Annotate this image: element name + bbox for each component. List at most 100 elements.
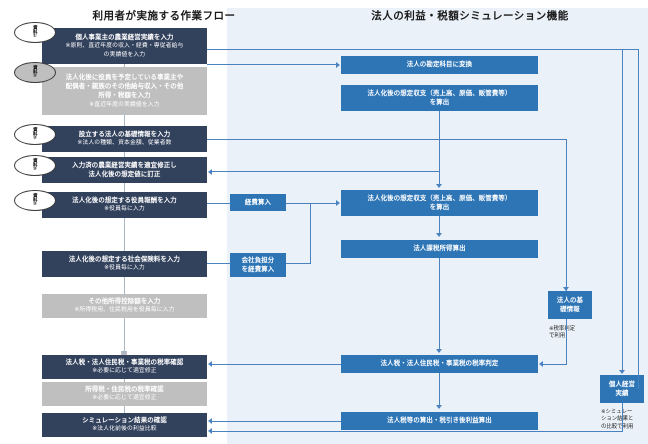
spine-left-1 xyxy=(124,64,125,67)
spine-left-6 xyxy=(124,277,125,294)
arrowhead-r1 xyxy=(336,62,340,68)
connector-store-to-r5-v xyxy=(566,319,567,364)
step-subtitle: ※原則、直近年度の収入・経費・専従者給与 の実績値を入力 xyxy=(65,43,184,58)
doc-marker-label: 資料② xyxy=(33,65,39,80)
page-title-right: 法人の利益・税額シミュレーション機能 xyxy=(371,10,569,22)
sim-box-estimated-pl-1[interactable]: 法人化後の想定収支（売上高、原価、販管費等） を算出 xyxy=(341,85,538,111)
sim-box-after-tax-profit[interactable]: 法人税等の算出・税引き後利益算出 xyxy=(341,412,538,430)
sim-box-tax-rate-decision[interactable]: 法人税・法人住民税・事業税の税率判定 xyxy=(341,355,538,373)
step-subtitle: ※必要に応じて適宜修正 xyxy=(92,368,157,375)
arrowhead-r3 xyxy=(436,184,442,188)
step-subtitle: ※役員毎に入力 xyxy=(104,265,145,272)
step-box-other-deductions[interactable]: その他所得控除額を入力 ※所得税用、住民税用を役員毎に入力 xyxy=(42,294,207,318)
sim-title: 法人税・法人住民税・事業税の税率判定 xyxy=(380,360,499,368)
mid-node-title: 会社負担分 を経費算入 xyxy=(241,256,275,273)
step-box-officer-other-income[interactable]: 法人化後に役員を予定している事業主や 配偶者・親族のその他給与収入・その他 所得… xyxy=(42,67,207,115)
arrowhead-spine-down xyxy=(121,351,127,355)
arrowhead-r5-from-store xyxy=(539,361,543,367)
connector-l3-down-to-store xyxy=(566,139,567,291)
spine-left-2 xyxy=(124,115,125,126)
step-title: 入力済の農業経営実績を適宜修正し 法人化後の想定値に訂正 xyxy=(72,161,177,178)
step-box-simulation-result-check[interactable]: シミュレーション結果の確認 ※法人化前後の利益比較 xyxy=(42,413,207,437)
connector-personal-store-to-l10 xyxy=(212,431,623,432)
connector-store-to-r5-h xyxy=(543,364,567,365)
arrowhead-personal-store xyxy=(619,370,625,374)
step-subtitle: ※必要に応じて適宜修正 xyxy=(92,395,157,402)
data-store-note-personal: ※シミュレー ション結果と の比較で利用 xyxy=(601,409,634,430)
sim-title: 法人化後の想定収支（売上高、原価、販管費等） を算出 xyxy=(367,194,512,211)
spine-left-4 xyxy=(124,183,125,192)
step-title: 法人化後の想定する役員報酬を入力 xyxy=(72,197,177,205)
mid-node-company-share-expense[interactable]: 会社負担分 を経費算入 xyxy=(230,253,286,277)
connector-l1-rail-top xyxy=(207,49,638,50)
doc-marker-2[interactable]: 資料② xyxy=(14,62,56,83)
data-store-personal-results[interactable]: 個人経営 実績 xyxy=(600,375,644,403)
spine-left-8 xyxy=(124,379,125,382)
connector-r5-to-l8 xyxy=(212,364,341,365)
connector-m2-out xyxy=(286,263,310,264)
doc-marker-3[interactable]: 資料③ xyxy=(14,124,56,145)
step-subtitle: ※直近年度の実績値を入力 xyxy=(89,101,160,108)
step-box-revise-results[interactable]: 入力済の農業経営実績を適宜修正し 法人化後の想定値に訂正 xyxy=(42,157,207,183)
step-title: シミュレーション結果の確認 xyxy=(82,417,167,425)
doc-marker-label: 資料③ xyxy=(33,127,39,142)
connector-l5-to-m1 xyxy=(207,203,231,204)
connector-r2-to-r3 xyxy=(439,171,440,186)
arrowhead-l4 xyxy=(208,169,212,175)
sim-box-estimated-pl-2[interactable]: 法人化後の想定収支（売上高、原価、販管費等） を算出 xyxy=(341,190,538,216)
sim-title: 法人化後の想定収支（売上高、原価、販管費等） を算出 xyxy=(367,89,512,106)
connector-personal-store-down xyxy=(622,403,623,431)
step-box-social-insurance[interactable]: 法人化後の想定する社会保険料を入力 ※役員毎に入力 xyxy=(42,251,207,277)
doc-marker-label: 資料① xyxy=(33,25,39,40)
connector-r5-to-r6 xyxy=(439,373,440,406)
connector-r3-to-r4 xyxy=(439,216,440,234)
step-title: 法人化後の想定する社会保険料を入力 xyxy=(68,256,181,264)
connector-r2-to-l4 xyxy=(212,171,440,172)
step-title: 設立する法人の基礎情報を入力 xyxy=(78,131,171,139)
sim-title: 法人課税所得算出 xyxy=(413,245,466,253)
connector-r4-to-r5 xyxy=(439,258,440,350)
page-title-left: 利用者が実施する作業フロー xyxy=(92,10,236,22)
doc-marker-4[interactable]: 資料③ xyxy=(14,155,56,176)
step-title: 所得税・住民税の税率確認 xyxy=(85,386,164,394)
step-title: 法人化後に役員を予定している事業主や 配偶者・親族のその他給与収入・その他 所得… xyxy=(65,74,184,100)
doc-marker-5[interactable]: 資料③ xyxy=(14,190,56,211)
data-store-note-corp: ※税率判定 で利用 xyxy=(549,326,576,340)
sim-box-convert-accounts[interactable]: 法人の勘定科目に変換 xyxy=(341,56,538,74)
connector-m1-to-r3 xyxy=(286,203,337,204)
connector-r6-to-l10 xyxy=(212,421,341,422)
connector-m2-up xyxy=(310,203,311,264)
step-box-corp-tax-rate-check[interactable]: 法人税・法人住民税・事業税の税率確認 ※必要に応じて適宜修正 xyxy=(42,355,207,379)
spine-left-5 xyxy=(124,218,125,251)
doc-marker-label: 資料③ xyxy=(33,193,39,208)
step-box-corp-basic-info[interactable]: 設立する法人の基礎情報を入力 ※法人の種類、資本金額、従業者数 xyxy=(42,126,207,152)
doc-marker-label: 資料③ xyxy=(33,158,39,173)
arrowhead-l10-bottom xyxy=(208,428,212,434)
step-subtitle: ※法人化前後の利益比較 xyxy=(92,426,157,433)
arrowhead-r4 xyxy=(436,233,442,237)
sim-title: 法人の勘定科目に変換 xyxy=(406,61,473,69)
arrowhead-l10 xyxy=(208,418,212,424)
arrowhead-corp-store xyxy=(563,287,569,291)
data-store-title: 個人経営 実績 xyxy=(608,380,636,397)
step-title: その他所得控除額を入力 xyxy=(88,298,161,306)
connector-rail-to-personal xyxy=(622,49,623,371)
doc-marker-1[interactable]: 資料① xyxy=(14,22,56,43)
step-subtitle: ※所得税用、住民税用を役員毎に入力 xyxy=(74,307,175,314)
step-box-input-farm-results[interactable]: 個人事業主の農業経営実績を入力 ※原則、直近年度の収入・経費・専従者給与 の実績… xyxy=(42,28,207,64)
spine-left-7 xyxy=(124,318,125,355)
data-store-corp-basic-info[interactable]: 法人の基 礎情報 xyxy=(548,291,592,319)
connector-l1-to-r1 xyxy=(207,64,337,65)
step-subtitle: ※役員毎に入力 xyxy=(104,206,145,213)
connector-r2-down xyxy=(439,111,440,171)
sim-box-taxable-income[interactable]: 法人課税所得算出 xyxy=(341,240,538,258)
connector-rail-right-vertical xyxy=(638,49,639,389)
arrowhead-r5 xyxy=(436,349,442,353)
connector-l3-out xyxy=(207,139,566,140)
step-box-officer-compensation[interactable]: 法人化後の想定する役員報酬を入力 ※役員毎に入力 xyxy=(42,192,207,218)
mid-node-expense-inclusion[interactable]: 経費算入 xyxy=(230,194,286,211)
arrowhead-r6 xyxy=(436,405,442,409)
spine-left-3 xyxy=(124,152,125,157)
step-box-income-tax-rate-check[interactable]: 所得税・住民税の税率確認 ※必要に応じて適宜修正 xyxy=(42,382,207,406)
